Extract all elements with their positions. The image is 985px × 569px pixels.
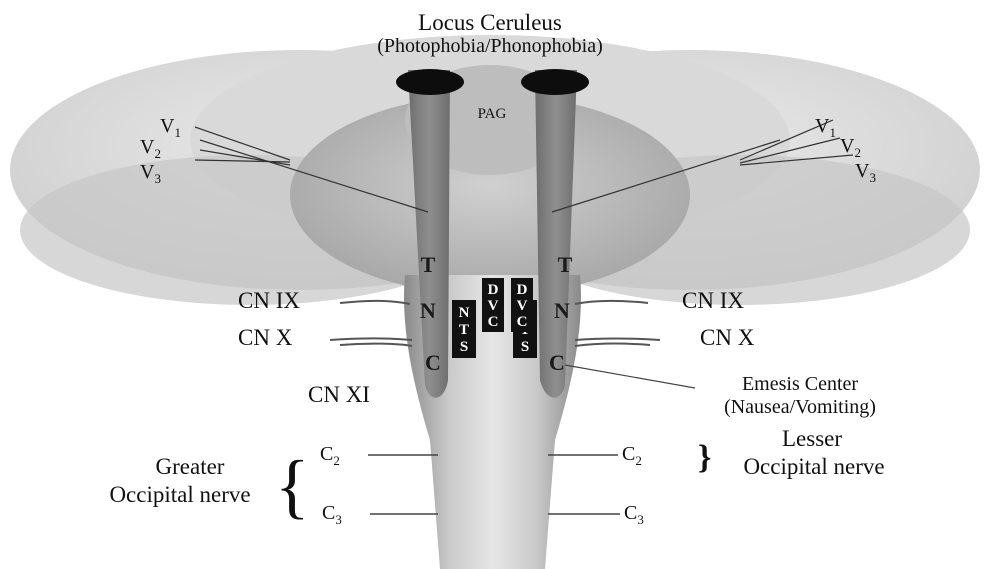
right-tnc-c: C bbox=[549, 350, 565, 375]
pag-label: PAG bbox=[478, 106, 507, 122]
emesis-pointer bbox=[565, 365, 695, 388]
left-brace: { bbox=[275, 446, 310, 526]
svg-text:S: S bbox=[521, 339, 529, 355]
right-dvc-box: D V C bbox=[511, 278, 533, 332]
locus-ceruleus-right bbox=[521, 69, 589, 95]
lesser-occipital-line2: Occipital nerve bbox=[743, 454, 884, 479]
svg-text:V: V bbox=[488, 298, 499, 314]
svg-text:C: C bbox=[517, 314, 528, 330]
greater-occipital-line1: Greater bbox=[156, 454, 225, 479]
svg-text:C: C bbox=[488, 314, 499, 330]
svg-text:D: D bbox=[517, 282, 528, 298]
emesis-label-line1: Emesis Center bbox=[742, 373, 858, 395]
svg-text:D: D bbox=[488, 282, 499, 298]
left-cn-ix-label: CN IX bbox=[238, 288, 300, 313]
right-tnc-t: T bbox=[558, 252, 573, 277]
svg-text:S: S bbox=[460, 339, 468, 355]
right-cn-rootlets bbox=[575, 301, 660, 346]
left-tnc-t: T bbox=[421, 252, 436, 277]
title-line1: Locus Ceruleus bbox=[418, 10, 562, 35]
emesis-label-line2: (Nausea/Vomiting) bbox=[724, 396, 876, 418]
right-c2-label: C2 bbox=[622, 443, 642, 468]
left-c3-label: C3 bbox=[322, 502, 342, 527]
locus-ceruleus-left bbox=[396, 69, 464, 95]
left-nts-box: N T S bbox=[452, 300, 476, 358]
left-cn-x-label: CN X bbox=[238, 325, 293, 350]
right-c3-label: C3 bbox=[624, 502, 644, 527]
left-tnc-n: N bbox=[420, 298, 436, 323]
greater-occipital-line2: Occipital nerve bbox=[109, 482, 250, 507]
right-tnc-n: N bbox=[554, 298, 570, 323]
left-cn-xi-label: CN XI bbox=[308, 382, 370, 407]
right-brace: } bbox=[698, 439, 711, 476]
lesser-occipital-line1: Lesser bbox=[782, 426, 842, 451]
title-line2: (Photophobia/Phonophobia) bbox=[377, 35, 603, 57]
right-cn-x-label: CN X bbox=[700, 325, 755, 350]
left-tnc-c: C bbox=[425, 350, 441, 375]
right-cn-ix-label: CN IX bbox=[682, 288, 744, 313]
left-c2-label: C2 bbox=[320, 443, 340, 468]
left-dvc-box: D V C bbox=[482, 278, 504, 332]
left-cn-rootlets bbox=[330, 301, 412, 346]
svg-text:V: V bbox=[517, 298, 528, 314]
svg-text:N: N bbox=[459, 305, 470, 321]
svg-text:T: T bbox=[459, 322, 469, 338]
